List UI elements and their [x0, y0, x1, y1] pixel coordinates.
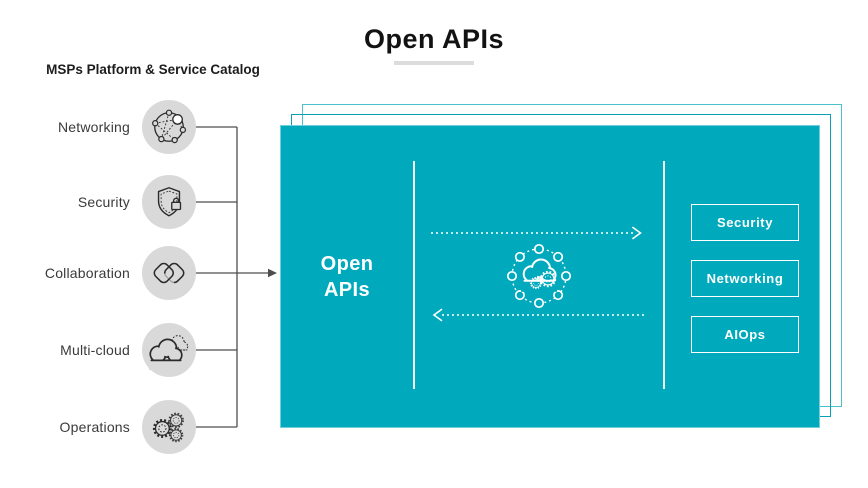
catalog-row-security: Security [2, 175, 196, 229]
open-apis-label-line2: APIs [323, 278, 371, 301]
title-underline [394, 61, 474, 65]
aiops-button[interactable]: AIOps [691, 316, 799, 353]
divider-left [413, 161, 415, 389]
catalog-label: Security [77, 194, 130, 210]
catalog-row-collaboration: Collaboration [2, 246, 196, 300]
catalog-heading: MSPs Platform & Service Catalog [46, 62, 260, 77]
security-button[interactable]: Security [691, 204, 799, 241]
networking-button[interactable]: Networking [691, 260, 799, 297]
catalog-row-multicloud: Multi-cloud [2, 323, 196, 377]
shield-lock-icon [142, 175, 196, 229]
page-title: Open APIs [363, 24, 505, 54]
cloud-automation-network-icon [506, 243, 572, 309]
dotted-arrow-left [432, 308, 646, 322]
multi-cloud-icon [142, 323, 196, 377]
gears-icon [142, 400, 196, 454]
api-buttons-group: Security Networking AIOps [691, 204, 799, 353]
catalog-row-networking: Networking [2, 100, 196, 154]
catalog-label: Operations [59, 419, 130, 435]
catalog-label: Networking [57, 119, 130, 135]
overlapping-squares-icon [142, 246, 196, 300]
divider-right [663, 161, 665, 389]
open-apis-box: Open APIs [280, 125, 820, 428]
catalog-row-operations: Operations [2, 400, 196, 454]
open-apis-label: Open APIs [281, 126, 413, 427]
arrow-head [268, 268, 277, 278]
open-apis-label-line1: Open [320, 252, 374, 275]
catalog-label: Multi-cloud [60, 342, 130, 358]
dotted-arrow-right [431, 226, 642, 240]
catalog-label: Collaboration [44, 265, 130, 281]
network-nodes-icon [142, 100, 196, 154]
